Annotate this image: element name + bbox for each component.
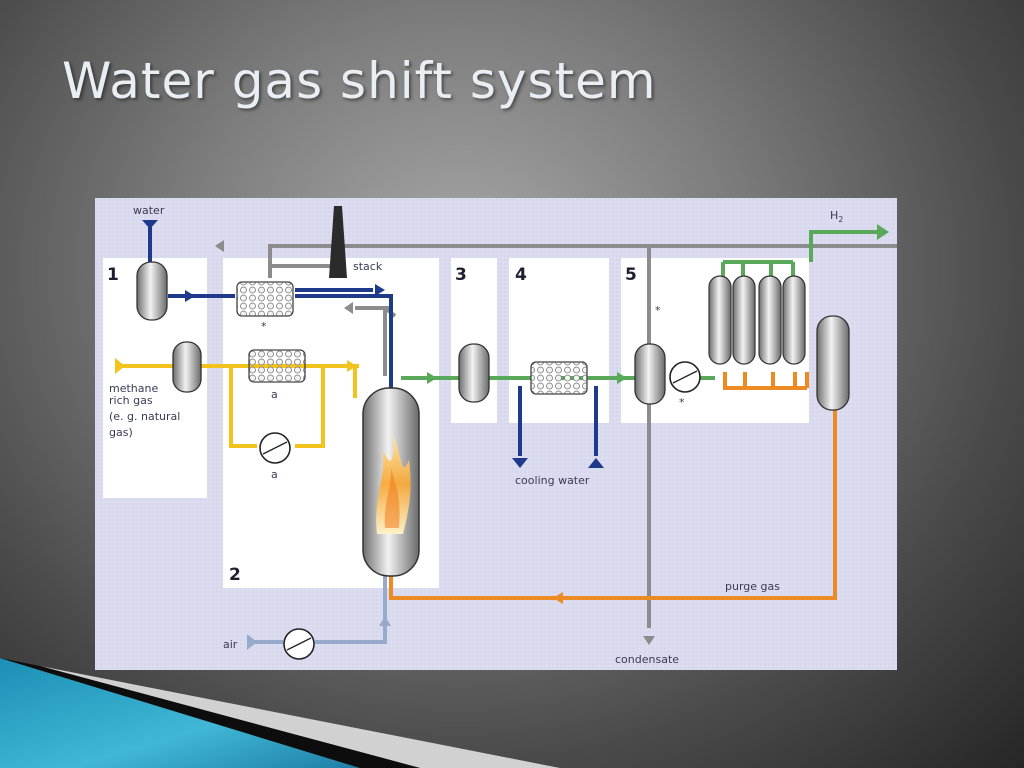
water-inlet-arrow-icon <box>142 220 158 229</box>
process-diagram: 1 2 3 4 5 water stack H2 methane rich ga… <box>95 198 897 670</box>
purge-gas-lines <box>389 372 837 600</box>
compressor-icon <box>669 361 701 393</box>
air-inlet-arrow-icon <box>247 634 257 650</box>
label-stack: stack <box>353 260 383 273</box>
syngas-arrow-icon <box>427 372 437 384</box>
section-number-3: 3 <box>455 265 467 285</box>
shift-reactor-vessel <box>458 343 490 403</box>
label-star-separator: * <box>655 304 661 317</box>
buffer-tank <box>816 315 850 411</box>
cooler-exchanger <box>530 361 588 395</box>
heat-exchanger-a <box>248 349 306 383</box>
stack-chimney <box>329 206 347 278</box>
label-water: water <box>133 204 165 217</box>
pump-a-icon <box>259 432 291 464</box>
label-a-pump: a <box>271 468 278 481</box>
label-methane-1: methane <box>109 382 158 395</box>
condensate-arrow-icon <box>643 636 655 645</box>
section-number-5: 5 <box>625 265 637 285</box>
psa-column-1 <box>708 275 732 365</box>
water-arrow-icon <box>185 290 195 302</box>
label-methane-4: gas) <box>109 426 133 439</box>
flue-return-arrow-icon <box>344 302 353 314</box>
purge-arrow-icon <box>553 592 563 604</box>
section-number-4: 4 <box>515 265 527 285</box>
psa-column-3 <box>758 275 782 365</box>
water-vessel <box>136 261 168 321</box>
section-number-2: 2 <box>229 565 241 585</box>
syngas-arrow-2-icon <box>617 372 627 384</box>
label-purge-gas: purge gas <box>725 580 780 593</box>
desulfurizer-vessel <box>172 341 202 393</box>
methane-arrow-icon <box>347 360 357 372</box>
section-4-panel <box>509 258 609 423</box>
reformer-flame-core <box>384 468 400 528</box>
air-arrow-icon <box>379 616 391 626</box>
cooling-water-out-icon <box>512 458 528 468</box>
flue-gas-lines <box>268 244 897 628</box>
h2-outlet-arrow-icon <box>877 224 889 240</box>
water-arrow-2-icon <box>375 284 385 296</box>
slide-title: Water gas shift system <box>62 52 657 110</box>
label-star-exchanger: * <box>261 320 267 333</box>
label-cooling-water: cooling water <box>515 474 590 487</box>
psa-column-4 <box>782 275 806 365</box>
air-blower-icon <box>283 628 315 660</box>
decorative-corner-band <box>0 658 560 768</box>
separator-vessel <box>634 343 666 405</box>
label-a-exchanger: a <box>271 388 278 401</box>
label-methane-3: (e. g. natural <box>109 410 180 423</box>
cooling-water-in-icon <box>588 458 604 468</box>
label-condensate: condensate <box>615 653 679 666</box>
label-air: air <box>223 638 238 651</box>
label-methane-2: rich gas <box>109 394 153 407</box>
section-number-1: 1 <box>107 265 119 285</box>
label-h2: H2 <box>830 209 843 224</box>
flue-arrow-icon <box>215 240 224 252</box>
psa-column-2 <box>732 275 756 365</box>
label-star-compressor: * <box>679 396 685 409</box>
heat-exchanger-top <box>236 281 294 317</box>
methane-inlet-arrow-icon <box>115 358 125 374</box>
